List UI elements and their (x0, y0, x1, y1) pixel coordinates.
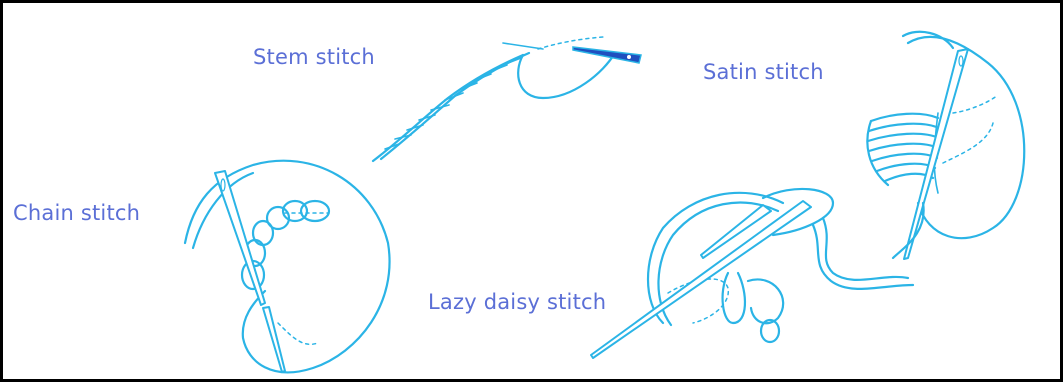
satin-stitch-illustration (867, 32, 1024, 259)
chain-stitch-illustration (185, 161, 390, 373)
lazy-daisy-stitch-illustration (591, 189, 913, 358)
stitch-illustrations (3, 3, 1060, 379)
stem-stitch-illustration (373, 37, 641, 161)
